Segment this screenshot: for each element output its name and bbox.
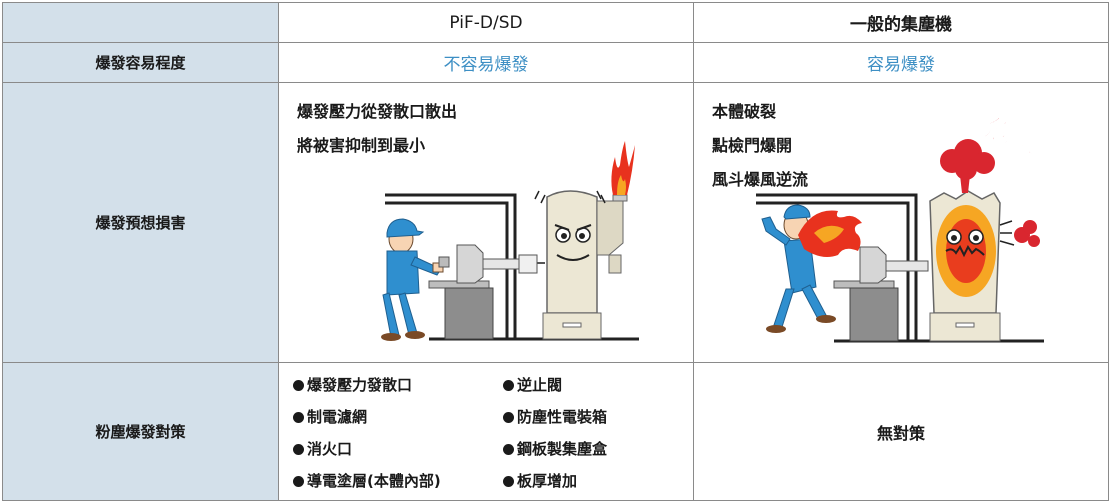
counter-row-label: 粉塵爆發對策 — [2, 362, 279, 501]
countermeasure-list: 爆發壓力發散口 逆止閥 制電濾網 防塵性電裝箱 消火口 鋼板製集塵盒 導電塗層(… — [293, 373, 693, 494]
product-counter-cell: 爆發壓力發散口 逆止閥 制電濾網 防塵性電裝箱 消火口 鋼板製集塵盒 導電塗層(… — [278, 362, 694, 501]
bullet-icon — [503, 412, 514, 423]
damage-row-label: 爆發預想損害 — [2, 82, 279, 363]
countermeasure-text: 鋼板製集塵盒 — [517, 440, 608, 458]
general-damage-line-2: 點檢門爆開 — [712, 136, 793, 155]
bullet-icon — [293, 380, 304, 391]
countermeasure-item: 消火口 — [293, 437, 503, 462]
general-counter-value: 無對策 — [693, 362, 1109, 501]
countermeasure-text: 防塵性電裝箱 — [517, 408, 608, 426]
product-damage-line-2: 將被害抑制到最小 — [297, 136, 426, 155]
ease-row-label: 爆發容易程度 — [2, 42, 279, 83]
countermeasure-item: 板厚增加 — [503, 469, 693, 494]
product-damage-text: 爆發壓力從發散口散出 將被害抑制到最小 — [297, 95, 457, 163]
bullet-icon — [293, 412, 304, 423]
countermeasure-item: 爆發壓力發散口 — [293, 373, 503, 398]
ease-row: 爆發容易程度 不容易爆發 容易爆發 — [2, 42, 1109, 83]
countermeasure-item: 制電濾網 — [293, 405, 503, 430]
counter-row: 粉塵爆發對策 爆發壓力發散口 逆止閥 制電濾網 防塵性電裝箱 消火口 鋼板製集塵… — [2, 362, 1109, 501]
general-illustration: 危険 — [756, 112, 1044, 343]
general-damage-line-3: 風斗爆風逆流 — [712, 170, 809, 189]
general-column-header: 一般的集塵機 — [693, 2, 1109, 43]
countermeasure-text: 爆發壓力發散口 — [307, 376, 413, 394]
product-damage-cell: 爆發壓力從發散口散出 將被害抑制到最小 — [278, 82, 694, 363]
bullet-icon — [503, 476, 514, 487]
general-damage-cell: 危険 本體破裂 點檢門爆開 風斗爆風逆流 — [693, 82, 1109, 363]
danger-label: 危険 — [981, 112, 1041, 159]
bullet-icon — [503, 380, 514, 391]
countermeasure-text: 消火口 — [307, 440, 353, 458]
countermeasure-text: 導電塗層(本體內部) — [307, 472, 441, 490]
damage-row: 爆發預想損害 — [2, 82, 1109, 363]
header-row: PiF-D/SD 一般的集塵機 — [2, 2, 1109, 43]
product-illustration — [381, 141, 639, 341]
product-column-header: PiF-D/SD — [278, 2, 694, 43]
countermeasure-text: 制電濾網 — [307, 408, 368, 426]
countermeasure-item: 鋼板製集塵盒 — [503, 437, 693, 462]
general-damage-line-1: 本體破裂 — [712, 102, 777, 121]
header-corner-cell — [2, 2, 279, 43]
product-ease-value: 不容易爆發 — [278, 42, 694, 83]
product-damage-line-1: 爆發壓力從發散口散出 — [297, 102, 458, 121]
countermeasure-text: 逆止閥 — [517, 376, 563, 394]
countermeasure-item: 逆止閥 — [503, 373, 693, 398]
general-damage-text: 本體破裂 點檢門爆開 風斗爆風逆流 — [712, 95, 808, 197]
bullet-icon — [293, 476, 304, 487]
bullet-icon — [503, 444, 514, 455]
countermeasure-item: 導電塗層(本體內部) — [293, 469, 503, 494]
countermeasure-item: 防塵性電裝箱 — [503, 405, 693, 430]
countermeasure-text: 板厚增加 — [517, 472, 578, 490]
bullet-icon — [293, 444, 304, 455]
general-ease-value: 容易爆發 — [693, 42, 1109, 83]
